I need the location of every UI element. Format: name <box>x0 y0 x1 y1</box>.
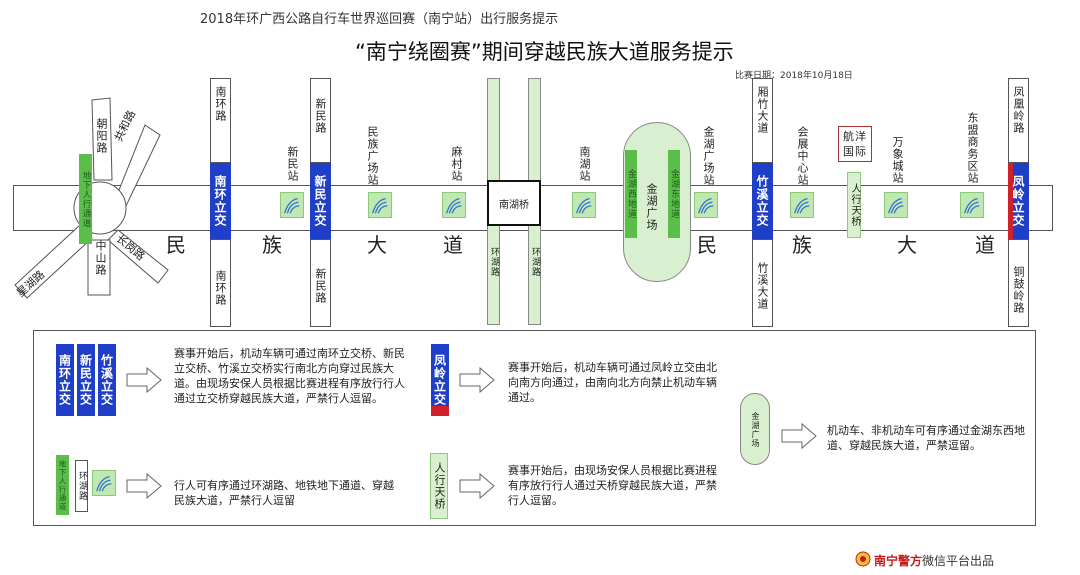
road-char: 族 <box>792 233 814 257</box>
underpass-strip: 地下人行通道 <box>79 154 92 244</box>
zhuxi-road-south <box>752 239 773 327</box>
road-label-xinmin-north: 新民路 <box>314 98 327 134</box>
road-label-zhuxi-south: 竹溪大道 <box>756 262 769 310</box>
hangyang-building: 航洋国际 <box>838 126 872 162</box>
legend-interchange-zhuxi: 竹溪立交 <box>98 344 116 416</box>
footer-brand: 南宁警方微信平台出品 <box>874 552 994 569</box>
legend-text-jinhu: 机动车、非机动车可有序通过金湖东西地道、穿越民族大道，严禁逗留。 <box>827 424 1025 452</box>
road-chaoyang <box>91 97 113 181</box>
interchange-nanhuan: 南环立交 <box>210 163 231 239</box>
road-char: 道 <box>443 233 465 257</box>
station-label: 民族广场站 <box>366 126 379 186</box>
station-label: 麻村站 <box>450 146 463 182</box>
legend-panel <box>33 330 1036 526</box>
footbridge-map: 人行天桥 <box>847 172 861 238</box>
metro-icon <box>694 192 718 218</box>
legend-text-interchanges: 赛事开始后，机动车辆可通过南环立交桥、新民立交桥、竹溪立交桥实行南北方向穿过民族… <box>174 347 405 405</box>
nanhuan-road-north <box>210 78 231 163</box>
footer-brand-name: 南宁警方 <box>874 554 923 568</box>
jinhu-east-underpass: 金湖东地道 <box>668 150 680 238</box>
legend-jinhu-label: 金湖广场 <box>751 412 760 448</box>
metro-icon <box>280 192 304 218</box>
legend-underpass: 地下人行通道 <box>56 455 69 515</box>
xiangzhu-road-north <box>752 78 773 163</box>
page-title: “南宁绕圈赛”期间穿越民族大道服务提示 <box>355 40 734 64</box>
road-label-tonggu: 铜鼓岭路 <box>1012 266 1025 314</box>
legend-text-footbridge: 赛事开始后，由现场安保人员根据比赛进程有序放行行人通过天桥穿越民族大道，严禁行人… <box>508 464 717 507</box>
road-changgang <box>107 229 169 284</box>
police-badge-icon <box>855 551 871 567</box>
tonggu-road-south <box>1008 239 1029 327</box>
station-label: 新民站 <box>286 146 299 182</box>
road-char: 民 <box>697 233 719 257</box>
legend-text-underpass: 行人可有序通过环湖路、地铁地下通道、穿越民族大道，严禁行人逗留 <box>174 479 394 507</box>
top-subtitle: 2018年环广西公路自行车世界巡回赛（南宁站）出行服务提示 <box>200 12 559 27</box>
road-label-xiangzhu: 厢竹大道 <box>756 86 769 134</box>
nanhu-bridge: 南湖桥 <box>487 180 541 226</box>
road-label-nanhuan-south: 南环路 <box>214 270 227 306</box>
metro-icon <box>572 192 596 218</box>
metro-icon <box>790 192 814 218</box>
legend-text-fengling: 赛事开始后，机动车辆可通过凤岭立交由北向南方向通过，由南向北方向禁止机动车辆通过… <box>508 361 717 404</box>
road-char: 民 <box>166 233 188 257</box>
metro-icon <box>884 192 908 218</box>
metro-icon <box>92 470 116 496</box>
station-label: 会展中心站 <box>796 126 809 186</box>
arrow-icon <box>459 472 495 500</box>
nanhuan-road-south <box>210 239 231 327</box>
legend-jinhu-mini <box>740 393 770 465</box>
road-char: 大 <box>897 233 919 257</box>
station-label: 万象城站 <box>891 136 904 184</box>
interchange-zhuxi: 竹溪立交 <box>752 163 773 239</box>
metro-icon <box>960 192 984 218</box>
arrow-icon <box>781 422 817 450</box>
road-char: 大 <box>367 233 389 257</box>
interchange-fengling: 凤岭立交 <box>1008 163 1029 239</box>
footer-suffix: 微信平台出品 <box>922 554 995 568</box>
legend-huanhu: 环湖路 <box>75 460 88 512</box>
jinhu-west-underpass: 金湖西地道 <box>625 150 637 238</box>
legend-interchange-xinmin: 新民立交 <box>77 344 95 416</box>
race-date: 比赛日期：2018年10月18日 <box>735 71 853 81</box>
road-char: 道 <box>975 233 997 257</box>
legend-interchange-nanhuan: 南环立交 <box>56 344 74 416</box>
road-label-huanhu-east: 环湖路 <box>530 247 540 277</box>
metro-icon <box>368 192 392 218</box>
xinmin-road-north <box>310 78 331 163</box>
station-label: 南湖站 <box>578 146 591 182</box>
road-label-nanhuan-north: 南环路 <box>214 86 227 122</box>
arrow-icon <box>459 366 495 394</box>
station-label: 东盟商务区站 <box>966 112 979 184</box>
arrow-icon <box>126 472 162 500</box>
legend-interchange-fengling: 凤岭立交 <box>431 344 449 416</box>
road-label-chaoyang: 朝阳路 <box>95 118 108 154</box>
arrow-icon <box>126 366 162 394</box>
road-label-fenghuangling: 凤凰岭路 <box>1012 86 1025 134</box>
metro-icon <box>442 192 466 218</box>
road-label-zhongshan: 中山路 <box>94 240 107 276</box>
road-label-huanhu-west: 环湖路 <box>489 247 499 277</box>
jinhu-square-label: 金湖广场 <box>645 183 658 231</box>
interchange-xinmin: 新民立交 <box>310 163 331 239</box>
road-char: 族 <box>262 233 284 257</box>
road-zhongshan <box>87 239 111 296</box>
road-label-xinmin-south: 新民路 <box>314 268 327 304</box>
legend-footbridge: 人行天桥 <box>430 453 448 519</box>
station-label: 金湖广场站 <box>702 126 715 186</box>
fenghuangling-road <box>1008 78 1029 163</box>
xinmin-road-south <box>310 239 331 327</box>
